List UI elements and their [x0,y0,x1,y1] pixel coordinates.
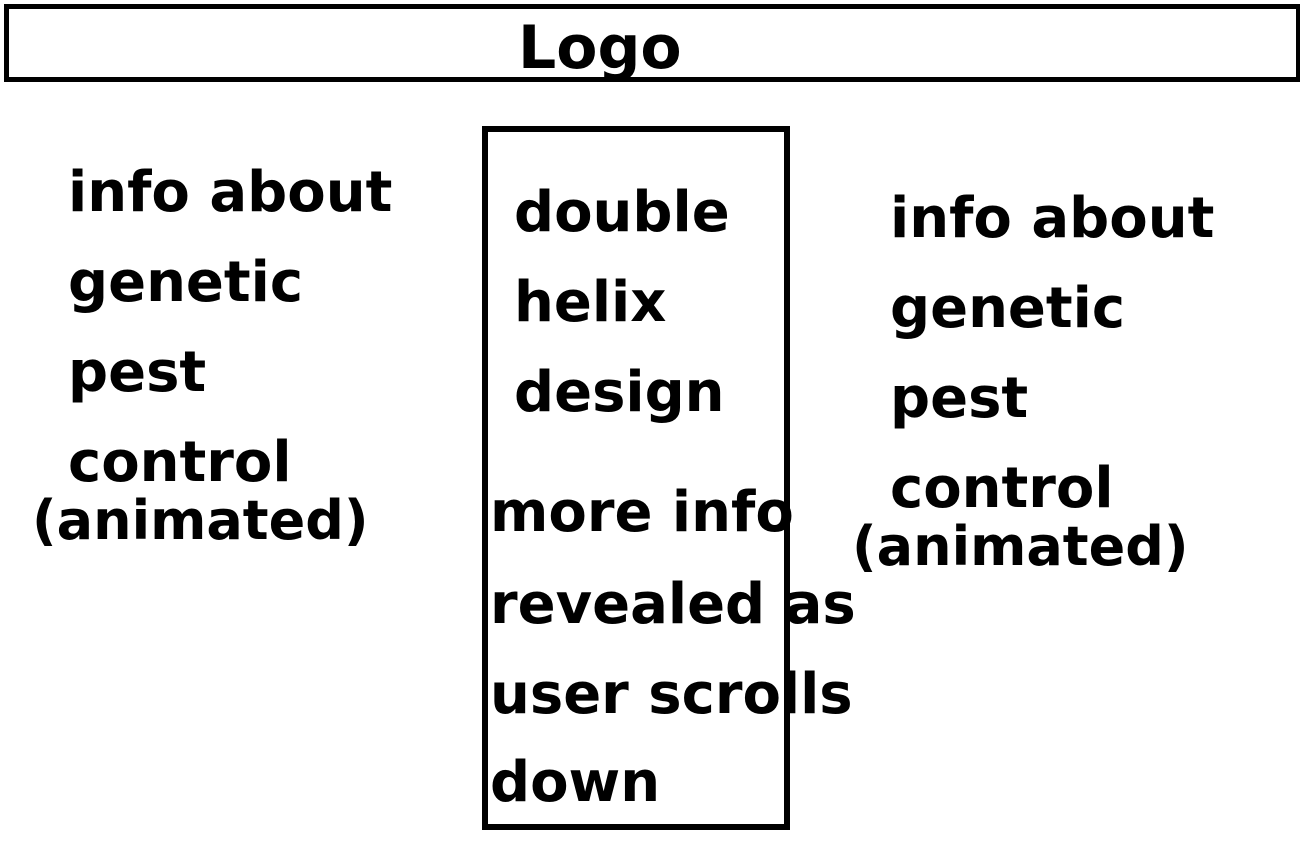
center-title-line-3: design [514,360,725,425]
right-info-line-1: info about [890,186,1215,251]
center-body-line-1: more info [490,480,794,545]
center-title-line-1: double [514,180,730,245]
center-body-line-3: user scrolls [490,662,853,727]
left-info-line-4: control [68,430,292,495]
right-info-line-3: pest [890,366,1029,431]
center-body-line-2: revealed as [490,572,856,637]
left-info-line-1: info about [68,160,393,225]
logo-bar [4,4,1300,82]
right-info-line-4: control [890,456,1114,521]
center-body-line-4: down [490,750,661,815]
left-animated-note: (animated) [32,489,369,552]
right-info-line-2: genetic [890,276,1126,341]
right-animated-note: (animated) [852,515,1189,578]
left-info-line-3: pest [68,340,207,405]
logo[interactable]: Logo [518,13,682,83]
center-title-line-2: helix [514,270,667,335]
left-info-line-2: genetic [68,250,304,315]
double-helix-panel[interactable] [482,126,790,830]
